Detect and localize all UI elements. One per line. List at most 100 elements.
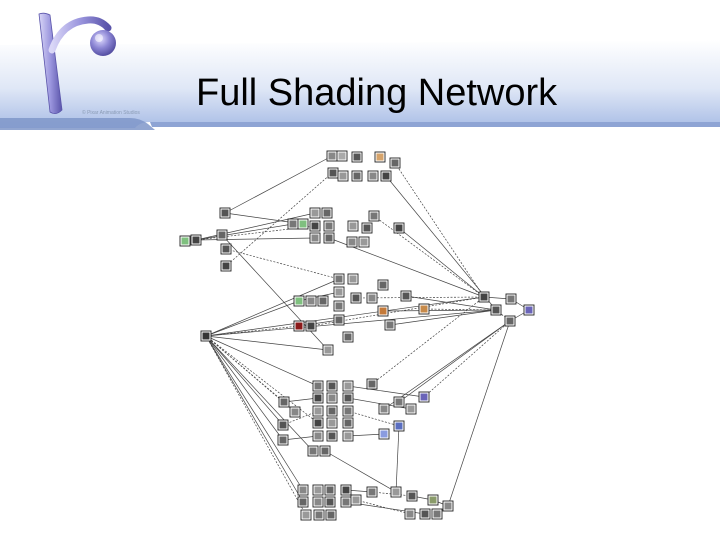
connection-edge [205, 308, 497, 337]
shader-node-swatch-icon [350, 494, 362, 506]
connection-edge [225, 248, 340, 280]
connection-edge [382, 308, 497, 312]
connection-edge [398, 320, 511, 403]
shader-node-swatch-icon [323, 220, 335, 232]
shader-node-swatch-icon [305, 320, 317, 332]
connection-edge [205, 335, 284, 426]
connection-edge [398, 227, 485, 298]
connection-edge [282, 434, 319, 441]
connection-edge [205, 335, 304, 491]
slide-header [0, 12, 720, 130]
shader-node-swatch-icon [312, 430, 324, 442]
shader-node-swatch-icon [366, 486, 378, 498]
shader-node-swatch-icon [312, 392, 324, 404]
connection-edge [205, 335, 319, 387]
shader-node-swatch-icon [326, 392, 338, 404]
connection-edge [373, 215, 485, 298]
shader-node-swatch-icon [220, 243, 232, 255]
header-underline-left [0, 118, 155, 130]
shader-node-swatch-icon [431, 508, 443, 520]
shader-node-swatch-icon [326, 405, 338, 417]
connection-edge [205, 335, 314, 452]
shader-node-swatch-icon [179, 235, 191, 247]
shader-node-swatch-icon [342, 392, 354, 404]
shader-node-swatch-icon [342, 430, 354, 442]
shader-node-swatch-icon [216, 229, 228, 241]
shader-node-swatch-icon [400, 290, 412, 302]
connection-edge [328, 237, 485, 298]
connection-edge [283, 396, 319, 403]
shader-node-swatch-icon [427, 494, 439, 506]
shader-node-swatch-icon [287, 218, 299, 230]
shader-node-swatch-icon [293, 295, 305, 307]
connection-edge [205, 335, 284, 441]
shader-node-swatch-icon [478, 291, 490, 303]
shader-node-swatch-icon [326, 417, 338, 429]
connection-edge [225, 172, 333, 267]
connection-edge [347, 432, 385, 437]
connection-edge [389, 308, 497, 326]
connection-edge [205, 335, 329, 352]
shader-node-swatch-icon [277, 434, 289, 446]
connection-edge [355, 499, 411, 515]
shader-node-swatch-icon [418, 391, 430, 403]
shader-node-swatch-icon [319, 445, 331, 457]
shader-node-swatch-icon [366, 378, 378, 390]
shader-node-swatch-icon [342, 417, 354, 429]
shader-node-swatch-icon [297, 484, 309, 496]
connection-edge [195, 236, 316, 241]
connection-edge [195, 222, 294, 241]
page-title: Full Shading Network [196, 72, 558, 114]
shader-node-swatch-icon [317, 295, 329, 307]
connection-edge [383, 320, 511, 410]
header-gradient-band [0, 40, 720, 128]
shader-node-swatch-icon [322, 344, 334, 356]
shader-node-swatch-icon [312, 417, 324, 429]
shader-node-swatch-icon [327, 167, 339, 179]
shader-node-swatch-icon [346, 236, 358, 248]
shader-node-swatch-icon [342, 405, 354, 417]
shader-node-swatch-icon [377, 279, 389, 291]
shader-node-swatch-icon [278, 396, 290, 408]
shader-node-swatch-icon [351, 151, 363, 163]
shader-node-swatch-icon [361, 222, 373, 234]
connection-edge [385, 175, 497, 311]
shader-node-swatch-icon [325, 509, 337, 521]
shader-node-swatch-icon [336, 150, 348, 162]
shader-node-swatch-icon [404, 508, 416, 520]
connection-edge [205, 335, 319, 424]
header-underline [150, 122, 720, 127]
shader-node-swatch-icon [405, 403, 417, 415]
shader-node-swatch-icon [312, 496, 324, 508]
shader-node-swatch-icon [324, 496, 336, 508]
shader-node-swatch-icon [309, 232, 321, 244]
shader-node-swatch-icon [505, 293, 517, 305]
connection-edge [394, 162, 485, 298]
shader-node-swatch-icon [358, 236, 370, 248]
shader-node-swatch-icon [326, 150, 338, 162]
shader-node-swatch-icon [333, 286, 345, 298]
connection-edge [205, 335, 285, 403]
shader-node-swatch-icon [374, 151, 386, 163]
shader-node-swatch-icon [219, 207, 231, 219]
connection-edge [371, 296, 485, 385]
shader-node-swatch-icon [490, 304, 502, 316]
connection-edge [205, 335, 304, 503]
shader-node-swatch-icon [305, 295, 317, 307]
shader-node-swatch-icon [419, 508, 431, 520]
shader-node-swatch-icon [378, 428, 390, 440]
connection-edge [405, 295, 497, 312]
shader-node-swatch-icon [190, 234, 202, 246]
shader-node-swatch-icon [342, 380, 354, 392]
shader-node-swatch-icon [300, 509, 312, 521]
shader-node-swatch-icon [323, 232, 335, 244]
connection-edge [205, 295, 485, 337]
shader-node-swatch-icon [380, 170, 392, 182]
shader-node-swatch-icon [333, 300, 345, 312]
connection-edge [205, 335, 307, 516]
pixar-r-logo-icon [38, 12, 116, 114]
connection-edge [224, 155, 333, 214]
shader-node-swatch-icon [200, 330, 212, 342]
shader-node-swatch-icon [378, 403, 390, 415]
